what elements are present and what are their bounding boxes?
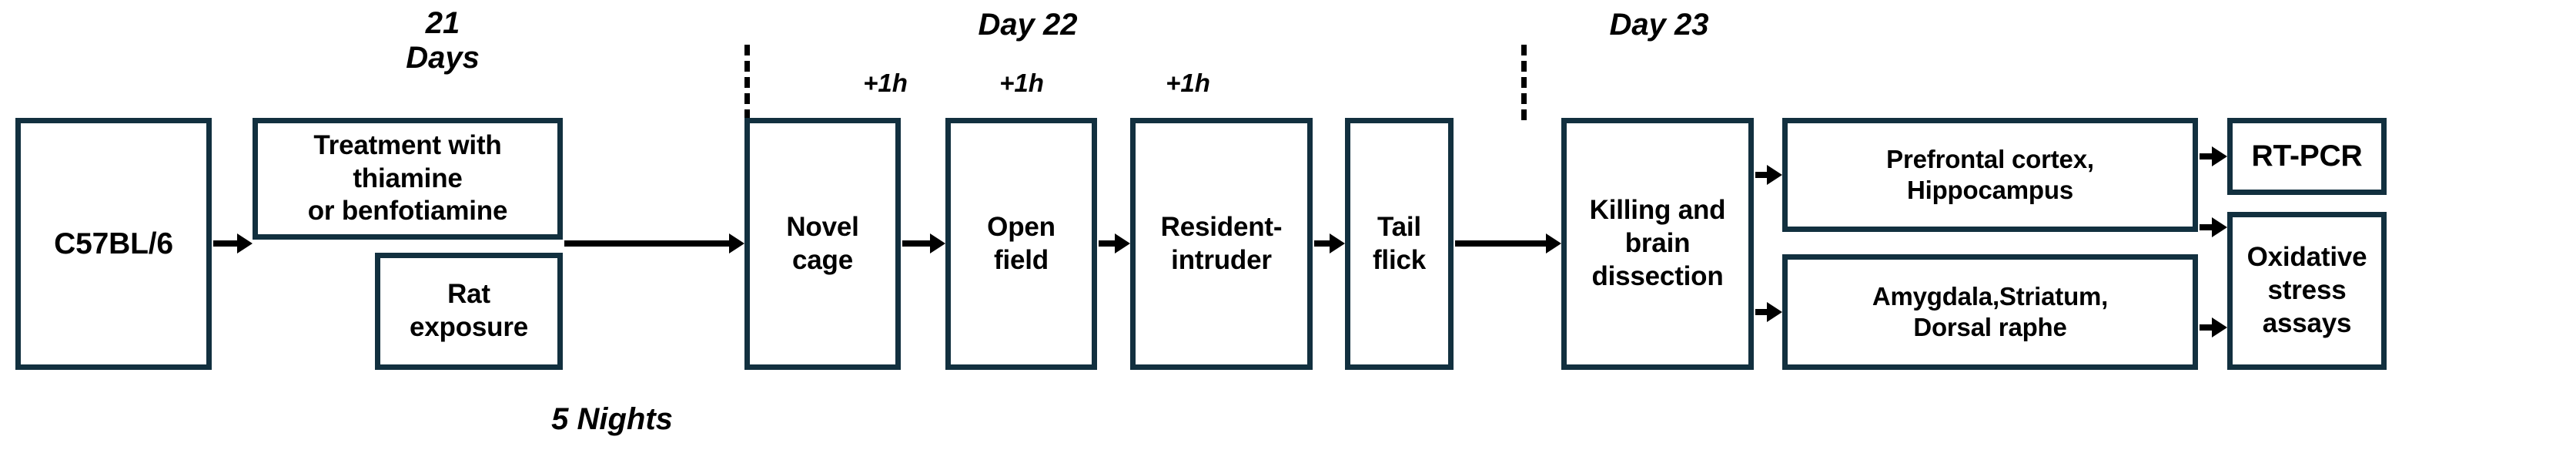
- box-resident-intruder[interactable]: Resident- intruder: [1130, 118, 1313, 370]
- interval-label-1h-a: +1h: [863, 69, 908, 97]
- box-animals-label: C57BL/6: [54, 227, 173, 260]
- day-separator-left: [744, 45, 750, 120]
- period-label-day-22: Day 22: [978, 8, 1078, 42]
- interval-label-1h-c: +1h: [1166, 69, 1210, 97]
- box-tail-flick-label: Tail flick: [1372, 211, 1427, 275]
- box-killing-dissection-label: Killing and brain dissection: [1589, 195, 1726, 291]
- box-tail-flick[interactable]: Tail flick: [1345, 118, 1454, 370]
- box-assay-oxidative-stress[interactable]: Oxidative stress assays: [2227, 212, 2387, 370]
- box-killing-dissection[interactable]: Killing and brain dissection: [1561, 118, 1754, 370]
- box-assay-rtpcr-label: RT-PCR: [2251, 139, 2363, 173]
- box-resident-intruder-label: Resident- intruder: [1160, 211, 1283, 275]
- period-label-day-23: Day 23: [1609, 8, 1709, 42]
- box-novel-cage[interactable]: Novel cage: [744, 118, 901, 370]
- box-open-field-label: Open field: [987, 211, 1055, 275]
- interval-label-1h-b: +1h: [999, 69, 1044, 97]
- period-label-21-days: 21 Days: [406, 6, 480, 75]
- box-assay-oxidative-stress-label: Oxidative stress assays: [2246, 242, 2367, 338]
- box-novel-cage-label: Novel cage: [786, 211, 859, 275]
- box-animals[interactable]: C57BL/6: [15, 118, 212, 370]
- box-open-field[interactable]: Open field: [945, 118, 1097, 370]
- box-brain-regions-group-2-label: Amygdala,Striatum, Dorsal raphe: [1872, 281, 2109, 341]
- period-label-5-nights: 5 Nights: [551, 402, 673, 436]
- box-treatment-label: Treatment with thiamine or benfotiamine: [307, 129, 508, 227]
- box-brain-regions-group-2[interactable]: Amygdala,Striatum, Dorsal raphe: [1782, 254, 2198, 370]
- box-brain-regions-group-1-label: Prefrontal cortex, Hippocampus: [1886, 144, 2094, 204]
- box-rat-exposure[interactable]: Rat exposure: [375, 253, 563, 370]
- box-brain-regions-group-1[interactable]: Prefrontal cortex, Hippocampus: [1782, 118, 2198, 232]
- box-rat-exposure-label: Rat exposure: [409, 279, 529, 342]
- day-separator-right: [1521, 45, 1527, 120]
- box-treatment[interactable]: Treatment with thiamine or benfotiamine: [253, 118, 563, 240]
- box-assay-rtpcr[interactable]: RT-PCR: [2227, 118, 2387, 195]
